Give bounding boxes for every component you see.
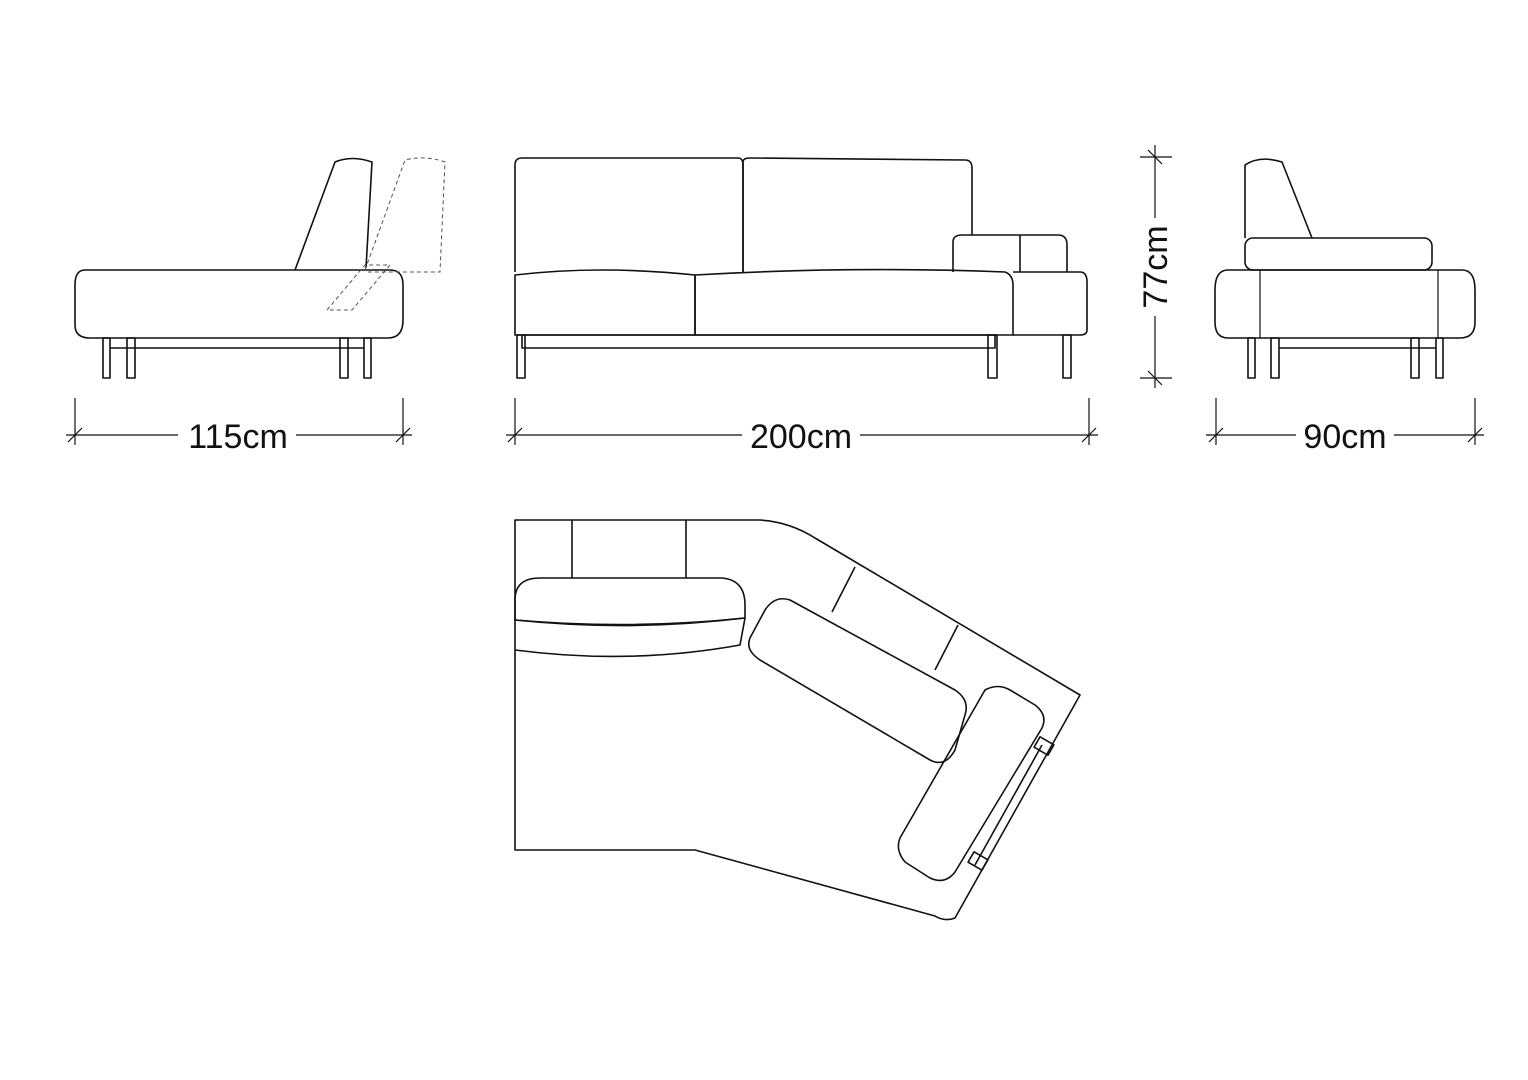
front-view xyxy=(514,157,1088,379)
end-view xyxy=(1214,158,1476,379)
depth-label: 115cm xyxy=(188,418,288,456)
dimension-labels: 115cm 200cm 90cm 77cm xyxy=(178,218,1394,456)
dimension-lines xyxy=(66,145,1484,445)
arm-depth-label: 90cm xyxy=(1303,418,1386,456)
top-view xyxy=(514,519,1081,921)
height-label: 77cm xyxy=(1137,225,1175,308)
width-label: 200cm xyxy=(750,418,852,456)
side-view xyxy=(74,157,446,379)
